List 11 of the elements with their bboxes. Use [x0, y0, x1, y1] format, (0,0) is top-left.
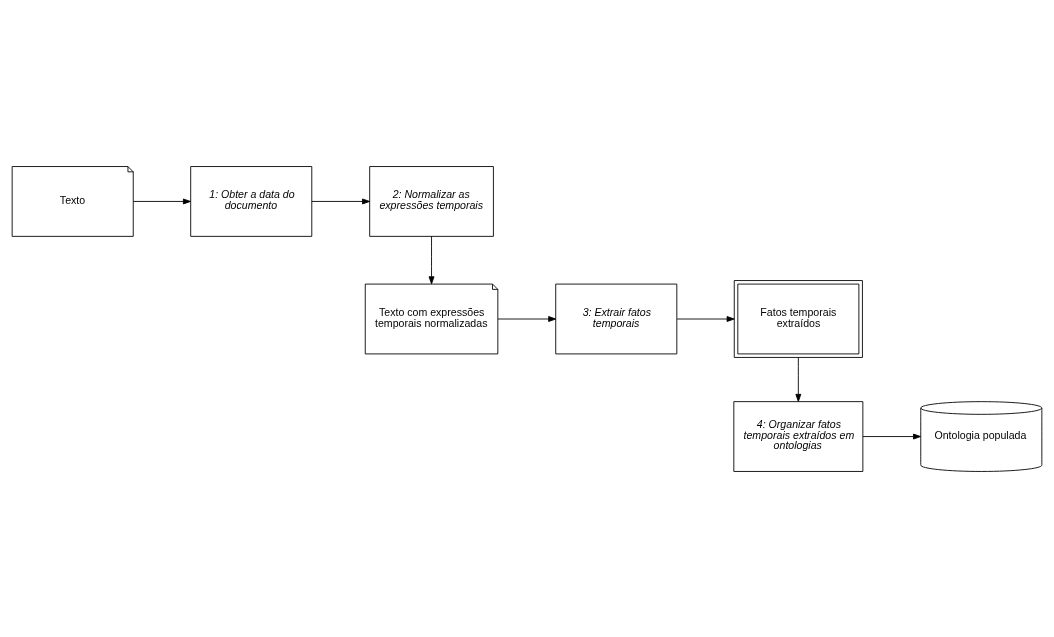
- node-box: 3: Extrair fatos temporais: [555, 283, 678, 354]
- arrow: [862, 433, 921, 439]
- node-box: 2: Normalizar as expressões temporais: [369, 165, 494, 237]
- arrow: [311, 198, 370, 204]
- arrow: [132, 198, 191, 204]
- arrow: [795, 356, 802, 402]
- node-box: 1: Obter a data do documento: [190, 165, 313, 237]
- arrow: [497, 315, 557, 322]
- arrow: [428, 235, 435, 284]
- node-box: 4: Organizar fatos temporais extraídos em ontologias: [733, 400, 864, 472]
- arrow: [676, 315, 735, 322]
